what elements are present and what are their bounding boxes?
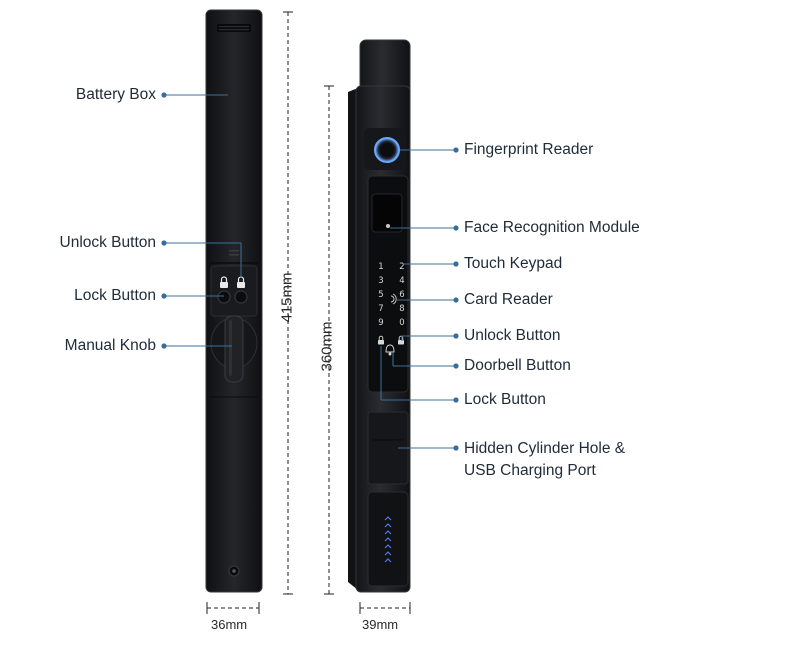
usb-area bbox=[367, 491, 409, 587]
inner-lock-icon bbox=[220, 276, 228, 288]
keypad-key-5[interactable]: 5 bbox=[378, 290, 383, 300]
inner-top-vent bbox=[217, 24, 251, 32]
label-outer-unlock-button: Unlock Button bbox=[464, 327, 561, 344]
manual-knob[interactable] bbox=[224, 315, 244, 383]
doorbell-icon[interactable] bbox=[385, 344, 395, 356]
outer-unit: 1 2 3 4 5 6 7 8 9 0 bbox=[348, 39, 411, 593]
dimension-360mm: 360mm bbox=[318, 321, 336, 372]
keypad-key-9[interactable]: 9 bbox=[378, 318, 383, 328]
label-manual-knob: Manual Knob bbox=[64, 337, 156, 354]
inner-unlock-button[interactable] bbox=[234, 290, 248, 304]
label-inner-lock-button: Lock Button bbox=[74, 287, 156, 304]
keypad-key-1[interactable]: 1 bbox=[378, 262, 383, 272]
dimension-36mm: 36mm bbox=[211, 617, 248, 632]
inner-unit bbox=[205, 9, 263, 593]
touch-keypad[interactable]: 1 2 3 4 5 6 7 8 9 0 bbox=[378, 262, 404, 328]
keypad-key-8[interactable]: 8 bbox=[399, 304, 404, 314]
usb-indicator bbox=[384, 516, 392, 563]
label-hidden-cylinder-line1: Hidden Cylinder Hole & bbox=[464, 440, 626, 457]
face-recognition-module[interactable] bbox=[371, 193, 403, 233]
keypad-key-2[interactable]: 2 bbox=[399, 262, 404, 272]
inner-lock-button[interactable] bbox=[217, 290, 231, 304]
outer-lock-icon[interactable] bbox=[378, 335, 384, 345]
keypad-key-0[interactable]: 0 bbox=[399, 318, 404, 328]
label-face-recognition-module: Face Recognition Module bbox=[464, 219, 640, 236]
label-fingerprint-reader: Fingerprint Reader bbox=[464, 141, 594, 158]
label-outer-lock-button: Lock Button bbox=[464, 391, 546, 408]
label-card-reader: Card Reader bbox=[464, 291, 553, 308]
keypad-key-6[interactable]: 6 bbox=[399, 290, 404, 300]
outer-unlock-icon[interactable] bbox=[398, 335, 404, 345]
label-battery-box: Battery Box bbox=[75, 86, 156, 103]
leader-dots bbox=[161, 92, 459, 451]
keypad-key-7[interactable]: 7 bbox=[378, 304, 383, 314]
label-hidden-cylinder-line2: USB Charging Port bbox=[464, 462, 596, 479]
dimension-39mm: 39mm bbox=[362, 617, 399, 632]
dimension-415mm: 415mm bbox=[278, 272, 296, 323]
leader-lines bbox=[164, 94, 456, 449]
dimension-lines bbox=[206, 11, 411, 614]
label-inner-unlock-button: Unlock Button bbox=[59, 234, 157, 251]
card-reader-icon[interactable] bbox=[390, 293, 397, 305]
keypad-key-4[interactable]: 4 bbox=[399, 276, 404, 286]
inner-button-panel bbox=[210, 265, 258, 317]
keypad-key-3[interactable]: 3 bbox=[378, 276, 383, 286]
label-doorbell-button: Doorbell Button bbox=[464, 357, 571, 374]
label-touch-keypad: Touch Keypad bbox=[464, 255, 563, 272]
